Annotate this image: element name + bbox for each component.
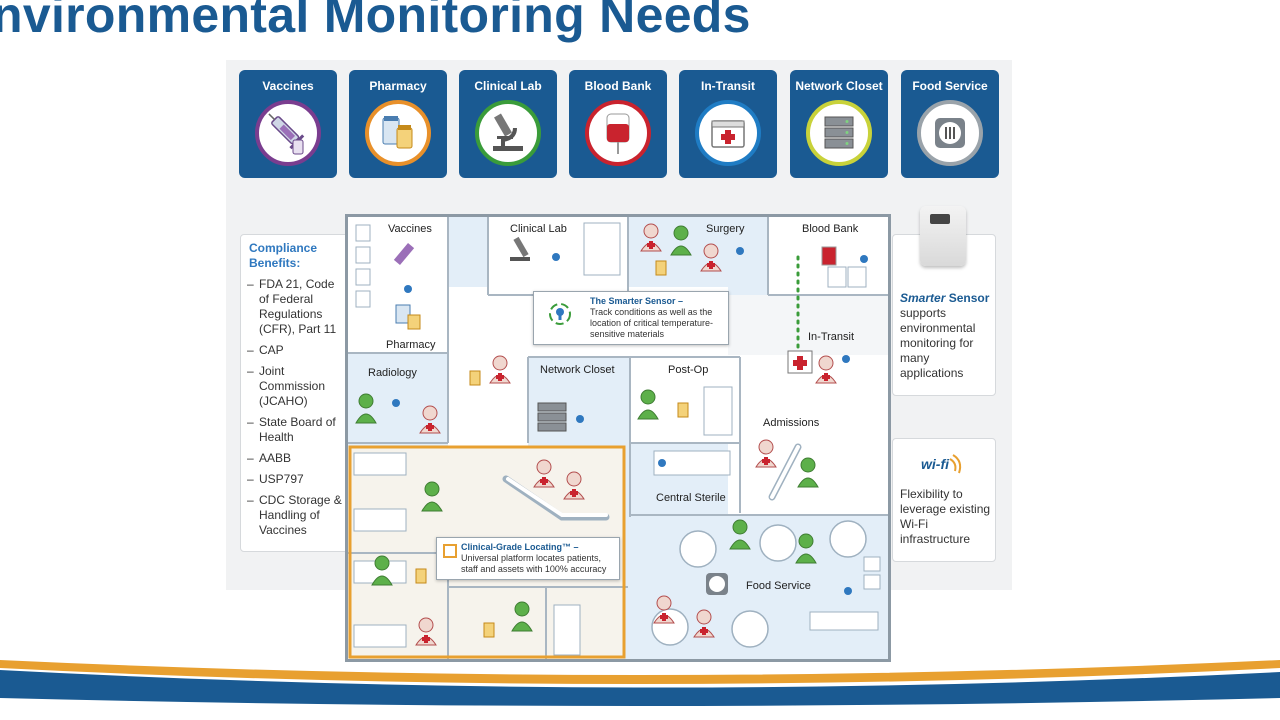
- compliance-item: Joint Commission (JCAHO): [247, 364, 345, 409]
- smarter-sensor-text: Smarter Sensor supports environmental mo…: [900, 291, 990, 380]
- wifi-box: wi-fi Flexibility to leverage existing W…: [892, 438, 996, 562]
- smarter-sensor-callout-title: The Smarter Sensor –: [590, 296, 684, 306]
- room-label-food-service: Food Service: [746, 580, 811, 592]
- room-label-admissions: Admissions: [763, 417, 820, 429]
- tile-label: Pharmacy: [369, 79, 427, 93]
- locating-callout-title: Clinical-Grade Locating™ –: [461, 542, 579, 552]
- room-label-vaccines: Vaccines: [388, 223, 432, 235]
- tile-label: Vaccines: [262, 79, 314, 93]
- room-label-blood-bank: Blood Bank: [802, 223, 859, 235]
- room-label-post-op: Post-Op: [668, 364, 709, 376]
- compliance-item: CAP: [247, 343, 345, 358]
- medicine-bottles-icon: [365, 100, 431, 166]
- compliance-item: State Board of Health: [247, 415, 345, 445]
- room-label-in-transit: In-Transit: [808, 331, 855, 343]
- wifi-logo-icon: wi-fi: [919, 451, 969, 481]
- sensor-tracking-icon: [540, 298, 580, 330]
- clinical-grade-locating-callout: Clinical-Grade Locating™ – Universal pla…: [436, 537, 620, 580]
- tile-pharmacy: Pharmacy: [349, 70, 447, 178]
- tile-network-closet: Network Closet: [790, 70, 888, 178]
- microscope-icon: [475, 100, 541, 166]
- tile-label: Blood Bank: [584, 79, 652, 93]
- footer-wave: [0, 660, 1280, 720]
- medical-cooler-icon: [695, 100, 761, 166]
- tile-food-service: Food Service: [901, 70, 999, 178]
- server-rack-icon: [806, 100, 872, 166]
- compliance-item: CDC Storage & Handling of Vaccines: [247, 493, 345, 538]
- smarter-sensor-callout: The Smarter Sensor – Track conditions as…: [533, 291, 729, 345]
- compliance-benefits-box: Compliance Benefits: FDA 21, Code of Fed…: [240, 234, 350, 552]
- compliance-list: FDA 21, Code of Federal Regulations (CFR…: [247, 277, 345, 544]
- compliance-item: AABB: [247, 451, 345, 466]
- food-tray-icon: [917, 100, 983, 166]
- wifi-text: Flexibility to leverage existing Wi-Fi i…: [900, 487, 991, 546]
- page-title: nvironmental Monitoring Needs: [0, 0, 751, 43]
- room-label-pharmacy: Pharmacy: [386, 339, 436, 351]
- room-label-surgery: Surgery: [706, 223, 745, 235]
- room-label-central-sterile: Central Sterile: [656, 492, 726, 504]
- tile-vaccines: Vaccines: [239, 70, 337, 178]
- floor-plan-walls: [348, 217, 888, 659]
- tile-in-transit: In-Transit: [679, 70, 777, 178]
- tile-clinical-lab: Clinical Lab: [459, 70, 557, 178]
- tile-blood-bank: Blood Bank: [569, 70, 667, 178]
- compliance-item: USP797: [247, 472, 345, 487]
- locating-callout-text: Universal platform locates patients, sta…: [461, 553, 607, 574]
- syringe-icon: [255, 100, 321, 166]
- compliance-item: FDA 21, Code of Federal Regulations (CFR…: [247, 277, 345, 337]
- tile-label: Food Service: [912, 79, 988, 93]
- room-label-clinical-lab: Clinical Lab: [510, 223, 567, 235]
- tile-label: In-Transit: [700, 79, 755, 93]
- blood-bag-icon: [585, 100, 651, 166]
- tile-label: Clinical Lab: [474, 79, 542, 93]
- tile-label: Network Closet: [795, 79, 883, 93]
- smarter-sensor-device-icon: [920, 206, 966, 266]
- room-label-network-closet: Network Closet: [540, 364, 615, 376]
- compliance-heading: Compliance Benefits:: [249, 241, 318, 270]
- smarter-sensor-callout-text: Track conditions as well as the location…: [590, 307, 714, 339]
- room-label-radiology: Radiology: [368, 367, 417, 379]
- hospital-floor-plan: Vaccines Clinical Lab Surgery Blood Bank…: [345, 214, 891, 662]
- locating-square-icon: [443, 544, 457, 558]
